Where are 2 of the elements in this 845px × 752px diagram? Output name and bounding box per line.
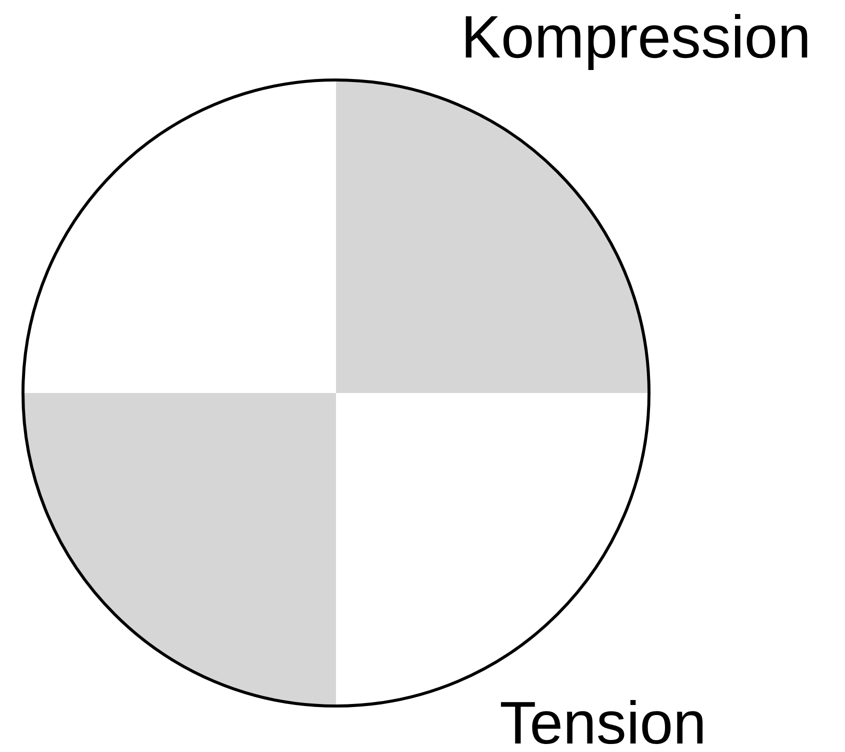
quadrant-label: Kompression — [466, 14, 808, 70]
quadrant-label: Tension — [500, 700, 703, 744]
